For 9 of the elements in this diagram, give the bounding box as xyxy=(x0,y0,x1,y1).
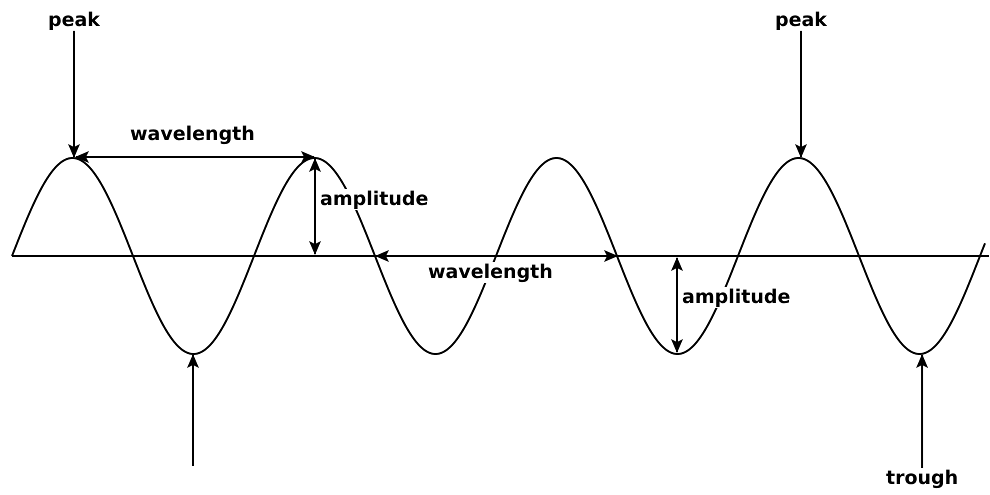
callout-label: peak xyxy=(46,10,102,31)
leader-arrow xyxy=(187,354,199,466)
leader-arrow xyxy=(68,30,80,158)
callout-label: trough xyxy=(884,468,960,489)
leader-arrow xyxy=(794,30,807,158)
dimension-label: amplitude xyxy=(318,189,430,210)
leader-arrow xyxy=(916,354,928,468)
dimension-label: amplitude xyxy=(680,287,792,308)
callout-label: peak xyxy=(773,10,829,31)
